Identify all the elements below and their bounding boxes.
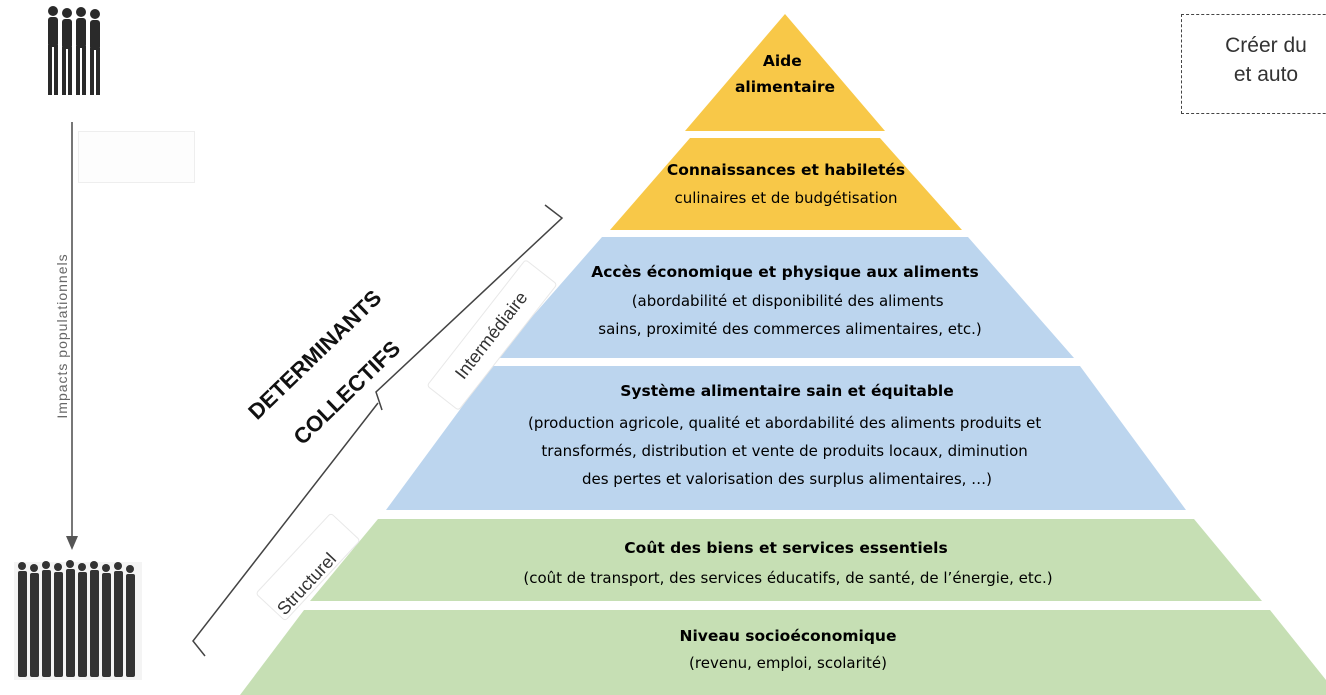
pyramid-level-niveau: Niveau socioéconomique (revenu, emploi, … xyxy=(240,610,1326,695)
pyramid-level-systeme: Système alimentaire sain et équitable (p… xyxy=(386,366,1186,510)
level-shape xyxy=(496,237,1074,358)
level-title-line: Aide xyxy=(763,52,802,70)
svg-text:Accès économique et physique a: Accès économique et physique aux aliment… xyxy=(591,263,978,281)
level-title-line: alimentaire xyxy=(735,78,835,96)
svg-text:(revenu, emploi, scolarité): (revenu, emploi, scolarité) xyxy=(689,654,887,672)
impacts-arrow xyxy=(66,122,78,550)
determinants-label-line1: DETERMINANTS xyxy=(243,285,386,424)
level-shape xyxy=(240,610,1326,695)
pyramid-level-aide-alimentaire: Aide alimentaire xyxy=(685,14,885,131)
level-shape xyxy=(685,14,885,131)
svg-text:Niveau socioéconomique: Niveau socioéconomique xyxy=(680,627,897,645)
callout-line: Créer du xyxy=(1225,34,1307,57)
level-body-line: culinaires et de budgétisation xyxy=(674,189,897,207)
svg-text:Aide alimentaire: Aide alimentaire xyxy=(735,52,835,96)
empty-label-box xyxy=(78,131,195,183)
svg-text:(abordabilité et disponibilité: (abordabilité et disponibilité des alime… xyxy=(598,292,981,338)
pyramid: Aide alimentaire Connaissances et habile… xyxy=(240,14,1326,695)
pyramid-level-cout: Coût des biens et services essentiels (c… xyxy=(310,519,1262,601)
arrow-head xyxy=(66,536,78,550)
level-body-line: (production agricole, qualité et abordab… xyxy=(528,414,1041,432)
level-shape xyxy=(310,519,1262,601)
level-shape xyxy=(610,138,962,230)
level-body-line: (abordabilité et disponibilité des alime… xyxy=(632,292,944,310)
bracket-structurel xyxy=(192,402,379,657)
level-title-line: Niveau socioéconomique xyxy=(680,627,897,645)
callout-line: et auto xyxy=(1233,63,1299,86)
level-shape xyxy=(386,366,1186,510)
small-group-people-icon xyxy=(48,6,100,95)
structurel-label-box xyxy=(256,513,360,621)
level-body-line: (revenu, emploi, scolarité) xyxy=(689,654,887,672)
svg-text:(production agricole, qualité: (production agricole, qualité et abordab… xyxy=(528,414,1046,488)
svg-text:Système alimentaire sain et éq: Système alimentaire sain et équitable xyxy=(620,382,954,400)
intermediaire-label-box xyxy=(427,260,557,410)
svg-text:culinaires et de budgétisation: culinaires et de budgétisation xyxy=(674,189,897,207)
level-body-line: (coût de transport, des services éducati… xyxy=(523,569,1052,587)
impacts-label: Impacts populationnels xyxy=(54,253,70,418)
level-body-line: sains, proximité des commerces alimentai… xyxy=(598,320,981,338)
svg-text:Connaissances et habiletés: Connaissances et habiletés xyxy=(667,161,905,179)
svg-text:Coût des biens et services ess: Coût des biens et services essentiels xyxy=(624,539,947,557)
svg-text:(coût de transport, des servic: (coût de transport, des services éducati… xyxy=(523,569,1052,587)
level-body-line: transformés, distribution et vente de pr… xyxy=(541,442,1027,460)
large-crowd-people-icon xyxy=(14,560,142,680)
bracket-intermediaire xyxy=(375,204,564,411)
level-title-line: Connaissances et habiletés xyxy=(667,161,905,179)
callout-box: Créer du et auto xyxy=(1181,14,1326,114)
level-body-line: des pertes et valorisation des surplus a… xyxy=(582,470,992,488)
level-title-line: Système alimentaire sain et équitable xyxy=(620,382,954,400)
pyramid-level-connaissances: Connaissances et habiletés culinaires et… xyxy=(610,138,962,230)
level-title-line: Coût des biens et services essentiels xyxy=(624,539,947,557)
pyramid-level-acces: Accès économique et physique aux aliment… xyxy=(496,237,1074,358)
level-title-line: Accès économique et physique aux aliment… xyxy=(591,263,978,281)
